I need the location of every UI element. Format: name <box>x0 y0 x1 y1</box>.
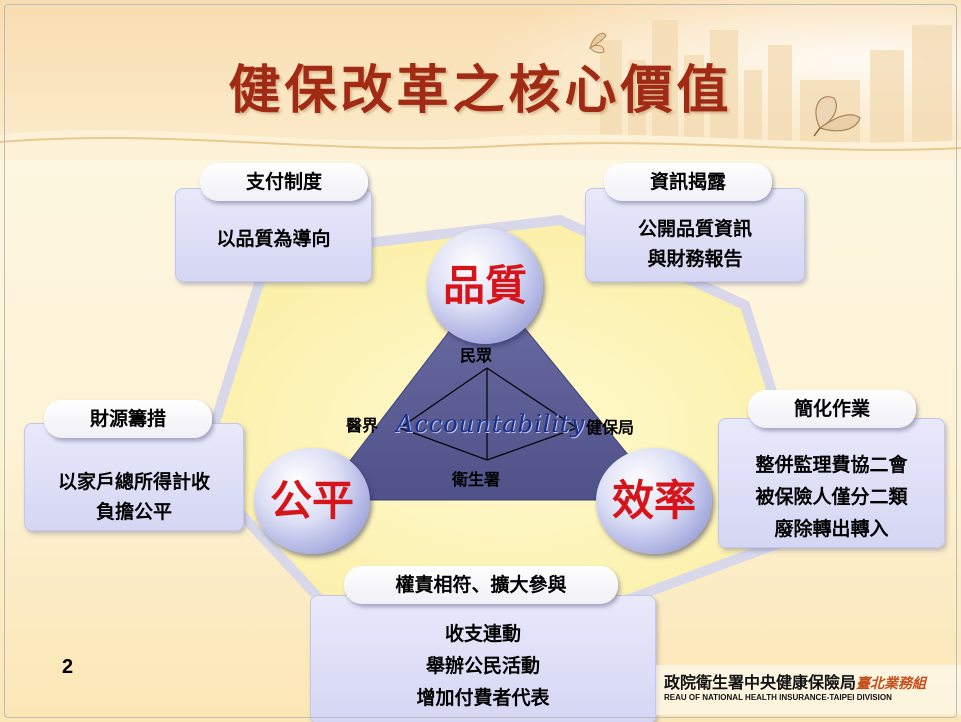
participation-line-1: 收支連動 <box>444 623 521 645</box>
simplify-line-2: 被保險人僅分二類 <box>755 486 908 508</box>
participation-line-3: 增加付費者代表 <box>416 687 550 709</box>
participation-line-2: 舉辦公民活動 <box>425 655 540 677</box>
core-quality-label: 品質 <box>442 261 527 310</box>
payment-system-box: 以品質為導向 <box>175 188 372 282</box>
payment-system-header: 支付制度 <box>200 163 368 201</box>
info-disclosure-box: 公開品質資訊 與財務報告 <box>585 188 805 282</box>
slide-title: 健保改革之核心價值 <box>228 60 733 121</box>
org-english-name: REAU OF NATIONAL HEALTH INSURANCE-TAIPEI… <box>664 693 892 702</box>
page-number: 2 <box>62 656 74 678</box>
butterfly-large-icon <box>813 96 861 137</box>
core-triangle <box>318 281 667 501</box>
financing-line-2: 負擔公平 <box>95 501 172 523</box>
stakeholder-doh-label: 衛生署 <box>452 470 501 489</box>
accountability-text: Accountability <box>396 410 586 438</box>
stakeholder-medical-label: 醫界 <box>346 416 379 435</box>
header-wave-line <box>0 137 961 151</box>
header-decoration <box>0 20 961 160</box>
info-disclosure-header: 資訊揭露 <box>604 163 772 201</box>
accountability-participation-box: 收支連動 舉辦公民活動 增加付費者代表 <box>310 595 656 722</box>
core-efficiency-circle: 效率 <box>596 448 712 554</box>
accountability-participation-header: 權責相符、擴大參與 <box>344 566 618 604</box>
butterfly-small-icon <box>589 32 607 54</box>
accountability-pyramid <box>398 367 579 461</box>
stakeholder-public-label: 民眾 <box>460 346 493 365</box>
org-name: 政院衛生署中央健康保險局 <box>664 675 857 692</box>
simplify-line-1: 整併監理費協二會 <box>755 454 908 476</box>
core-equity-circle: 公平 <box>254 448 370 554</box>
info-disclosure-line-2: 與財務報告 <box>647 248 743 270</box>
org-name-line: 政院衛生署中央健康保險局臺北業務組 <box>664 669 926 693</box>
core-equity-label: 公平 <box>269 476 354 525</box>
simplify-header: 簡化作業 <box>748 390 916 428</box>
division-name: 臺北業務組 <box>856 675 927 691</box>
financing-box: 以家戶總所得計收 負擔公平 <box>24 423 244 531</box>
simplify-line-3: 廢除轉出轉入 <box>774 518 889 540</box>
info-disclosure-line-1: 公開品質資訊 <box>637 218 752 240</box>
core-efficiency-label: 效率 <box>611 476 696 525</box>
core-quality-circle: 品質 <box>427 228 543 344</box>
stakeholder-nhi-label: 健保局 <box>586 418 635 437</box>
financing-line-1: 以家戶總所得計收 <box>57 471 210 493</box>
simplify-box: 整併監理費協二會 被保險人僅分二類 廢除轉出轉入 <box>718 418 945 548</box>
header-wave-shape <box>0 129 961 160</box>
financing-header: 財源籌措 <box>44 400 212 438</box>
org-logo: 政院衛生署中央健康保險局臺北業務組 REAU OF NATIONAL HEALT… <box>656 665 961 715</box>
city-skyline-icon <box>600 20 952 150</box>
payment-system-line: 以品質為導向 <box>216 228 331 250</box>
